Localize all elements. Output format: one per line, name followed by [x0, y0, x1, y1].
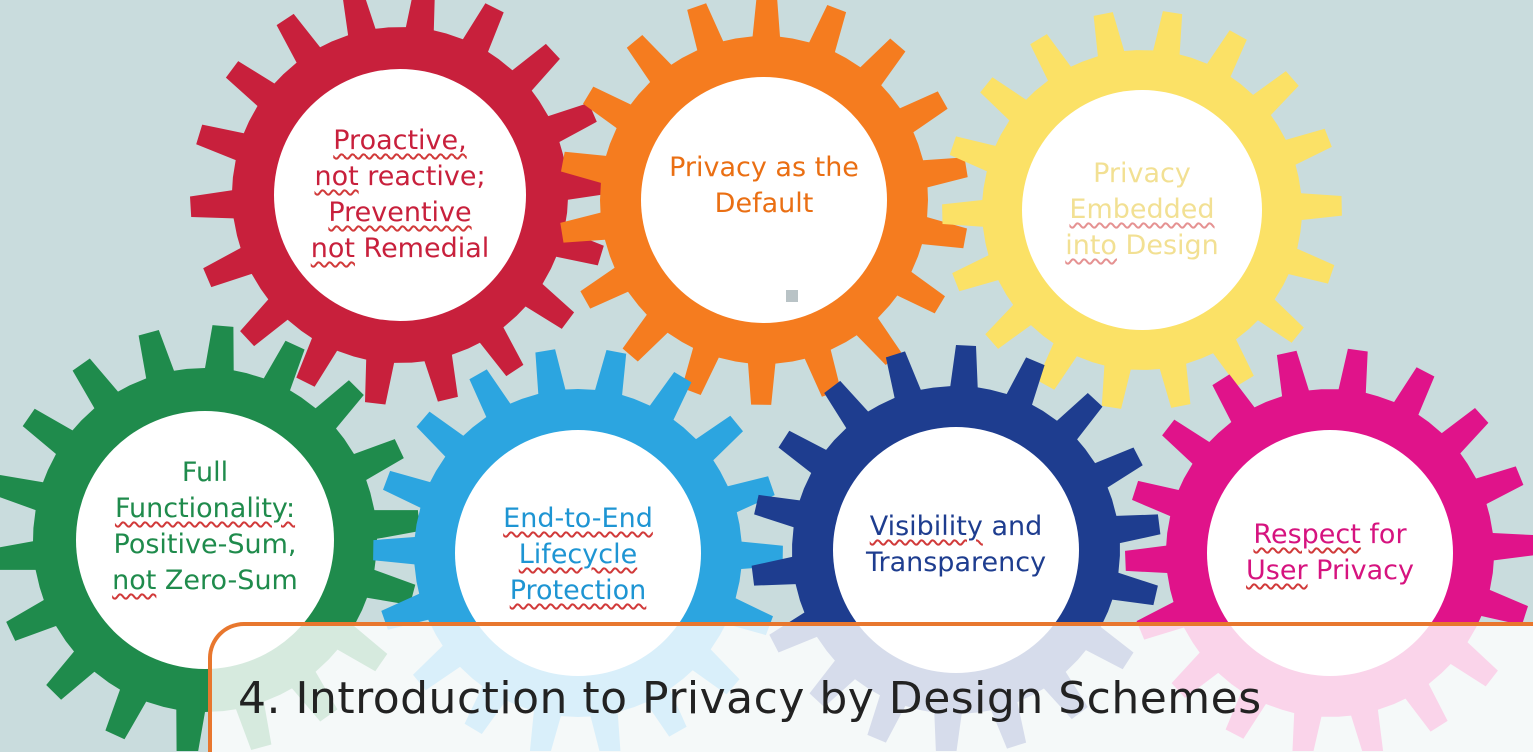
- gear-label-word: Positive-Sum,: [113, 529, 297, 560]
- gear-label-line: User Privacy: [1200, 553, 1460, 589]
- gear-label-line: into Design: [1012, 228, 1272, 264]
- gear-center-embedded: [1022, 90, 1262, 330]
- gear-label-word: Remedial: [354, 233, 490, 264]
- gear-label-word: Full: [181, 457, 229, 488]
- gear-label-word: not: [314, 161, 359, 192]
- gear-label-line: Positive-Sum,: [75, 527, 335, 563]
- gear-center-lifecycle: [455, 430, 701, 676]
- gear-label-word: End-to-End: [503, 503, 653, 534]
- page-title: 4. Introduction to Privacy by Design Sch…: [238, 673, 1262, 725]
- gear-label-word: reactive;: [358, 161, 486, 192]
- gear-label-word: Privacy: [1093, 158, 1191, 189]
- small-gray-square: [786, 290, 798, 302]
- gear-label-word: Functionality:: [114, 493, 296, 524]
- gear-label-word: into: [1065, 230, 1117, 261]
- gear-label-line: not reactive;: [270, 159, 530, 195]
- gear-label-line: Lifecycle: [448, 537, 708, 573]
- gear-center-respect: [1207, 430, 1453, 676]
- gear-label-word: Default: [714, 188, 814, 219]
- gear-label-word: Design: [1116, 230, 1219, 261]
- gear-center-functionality: [76, 411, 334, 669]
- gear-label-line: Respect for: [1200, 517, 1460, 553]
- gear-label-line: not Remedial: [270, 231, 530, 267]
- gear-label-line: Visibility and: [826, 509, 1086, 545]
- gear-label-word: Proactive,: [333, 125, 467, 156]
- gear-embedded: [942, 11, 1342, 409]
- gear-label-line: not Zero-Sum: [75, 563, 335, 599]
- gear-label-word: Lifecycle: [518, 539, 638, 570]
- gear-label-line: Privacy as the: [634, 150, 894, 186]
- gear-label-word: Embedded: [1069, 194, 1215, 225]
- gear-label-line: Default: [634, 186, 894, 222]
- gear-center-visibility: [833, 427, 1079, 673]
- gear-label-line: Functionality:: [75, 491, 335, 527]
- gear-label-word: Zero-Sum: [156, 565, 298, 596]
- gear-label-line: Embedded: [1012, 192, 1272, 228]
- gear-label-word: Privacy as the: [669, 152, 859, 183]
- gear-label-word: Protection: [509, 575, 647, 606]
- gear-center-default: [641, 77, 887, 323]
- gear-label-line: Privacy: [1012, 156, 1272, 192]
- title-banner: 4. Introduction to Privacy by Design Sch…: [208, 622, 1533, 752]
- gear-label-line: Transparency: [826, 545, 1086, 581]
- gear-label-word: Privacy: [1307, 555, 1414, 586]
- gear-label-word: for: [1360, 519, 1407, 550]
- gear-label-line: Preventive: [270, 195, 530, 231]
- gear-default: [560, 0, 968, 405]
- gear-label-line: Proactive,: [270, 123, 530, 159]
- gear-label-word: and: [982, 511, 1043, 542]
- gear-label-line: Protection: [448, 573, 708, 609]
- gear-center-proactive: [274, 69, 526, 321]
- gear-label-word: User: [1246, 555, 1308, 586]
- gear-label-word: Preventive: [328, 197, 472, 228]
- gear-label-word: Transparency: [865, 547, 1047, 578]
- gear-label-line: End-to-End: [448, 501, 708, 537]
- gear-label-word: not: [310, 233, 355, 264]
- gear-label-word: not: [112, 565, 157, 596]
- gear-label-word: Respect: [1253, 519, 1361, 550]
- gear-proactive: [190, 0, 610, 405]
- gear-label-line: Full: [75, 455, 335, 491]
- gear-label-word: Visibility: [869, 511, 983, 542]
